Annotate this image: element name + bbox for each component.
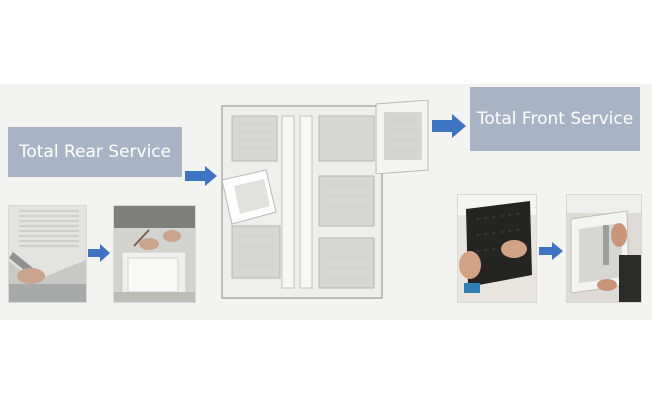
rear-service-text: Total Rear Service: [18, 142, 172, 162]
rear-service-photo-1: [8, 205, 87, 303]
arrow-right-icon: [432, 114, 466, 138]
arrow-right-icon: [185, 166, 217, 186]
rear-service-label: Total Rear Service: [8, 127, 182, 177]
front-service-photo-2: [566, 194, 642, 303]
rear-service-photo-2: [113, 205, 196, 303]
front-service-text: Total Front Service: [476, 109, 634, 129]
front-service-photo-1: [457, 194, 537, 303]
cabinet-side-panel: [375, 100, 429, 174]
arrow-right-icon: [539, 242, 563, 260]
arrow-right-icon: [88, 244, 110, 262]
front-service-label: Total Front Service: [470, 87, 640, 151]
cabinet-rear-view: [220, 104, 385, 302]
